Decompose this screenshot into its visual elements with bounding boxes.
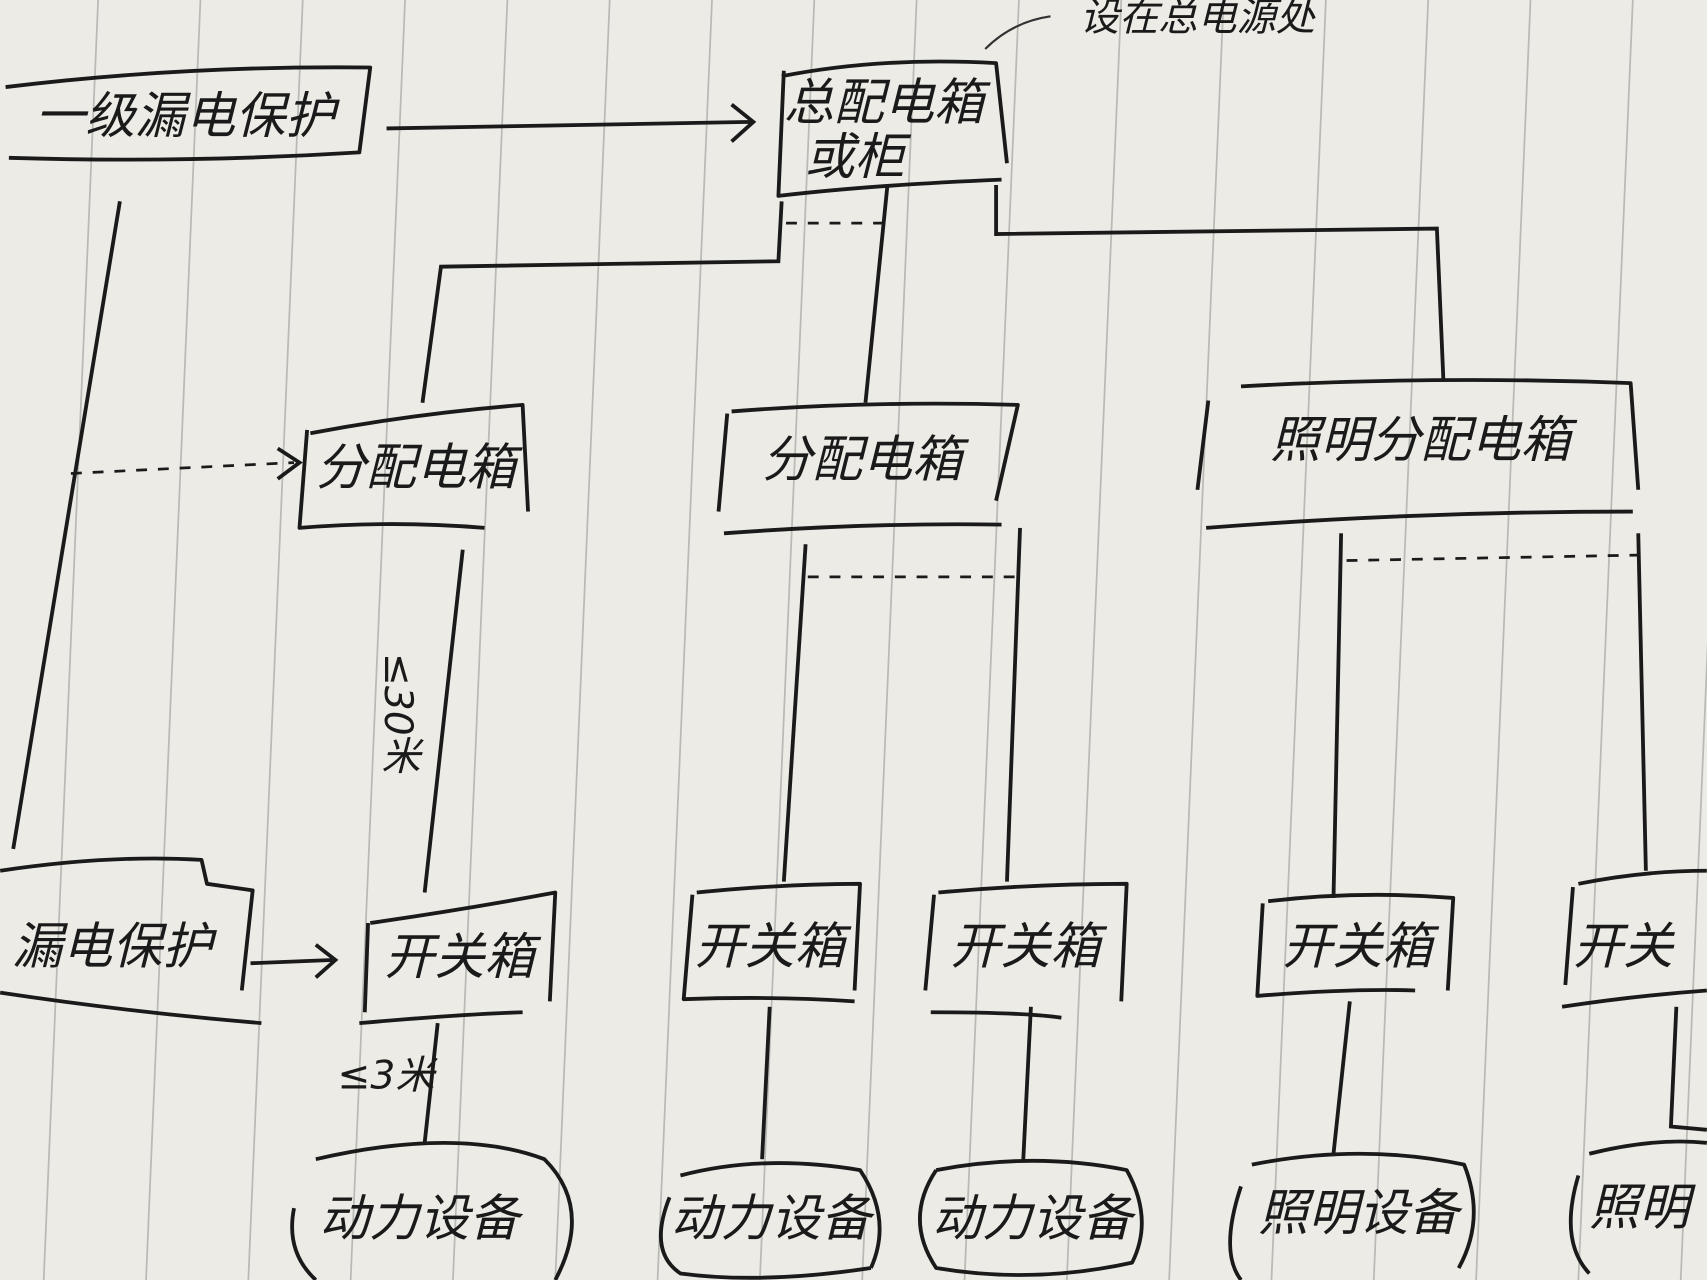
ruled-line — [861, 0, 918, 1280]
ruled-line — [1577, 0, 1634, 1280]
wire-main-to-dist1 — [420, 201, 784, 403]
arrow-level1-to-main — [386, 103, 757, 143]
ruled-line — [349, 0, 406, 1280]
dashed-lighting — [1346, 553, 1639, 562]
switch-box-3: 开关箱 — [923, 881, 1129, 1020]
paper-ruled-lines — [42, 0, 1707, 1280]
wire-dist2-to-switch3 — [1005, 527, 1022, 882]
switch-box-2: 开关箱 — [681, 881, 862, 1004]
wire-switch5-to-device5 — [1668, 1006, 1707, 1132]
dotted-arrow-to-distribution — [70, 461, 295, 475]
switch-box-4: 开关箱 — [1255, 892, 1456, 998]
wire-switch2-to-device2 — [760, 1006, 772, 1160]
level2-protection-node: 漏电保护 — [0, 856, 262, 1026]
ruled-line — [145, 0, 202, 1280]
lighting-distribution-box: 照明分配电箱 — [1195, 378, 1641, 530]
switch-box-5-label: 开关 — [1573, 917, 1675, 975]
switch-box-4-label: 开关箱 — [1282, 917, 1439, 975]
distribution-box-1: 分配电箱 — [297, 402, 530, 530]
switch-box-2-label: 开关箱 — [695, 917, 852, 975]
main-annotation: 设在总电源处 — [1080, 0, 1316, 40]
ruled-line — [1065, 0, 1123, 1280]
device-4-label: 照明设备 — [1258, 1184, 1463, 1242]
ruled-line — [452, 0, 509, 1280]
ruled-line — [1475, 0, 1532, 1280]
ruled-line — [247, 0, 304, 1280]
wire-switch4-to-device4 — [1331, 1001, 1352, 1154]
ruled-line — [759, 0, 816, 1280]
distance-lower-label: ≤3米 — [338, 1053, 439, 1098]
annotation-leader — [984, 15, 1051, 50]
switch-box-1-label: 开关箱 — [384, 928, 541, 986]
device-2: 动力设备 — [658, 1161, 882, 1280]
wire-switch3-to-device3 — [1021, 1006, 1033, 1160]
distribution-box-1-label: 分配电箱 — [316, 438, 523, 496]
wire-lighting-to-switch4 — [1331, 533, 1344, 898]
switch-box-5: 开关 — [1561, 868, 1707, 1009]
wire-lighting-to-switch5 — [1636, 533, 1648, 871]
wire-switch1-to-device1 — [422, 1022, 440, 1144]
device-2-label: 动力设备 — [671, 1189, 876, 1247]
ruled-line — [554, 0, 611, 1280]
wire-main-to-lighting — [994, 185, 1446, 382]
ruled-line — [1372, 0, 1430, 1280]
distribution-box-2: 分配电箱 — [716, 401, 1020, 536]
distance-upper-label: ≤30米 — [375, 653, 420, 775]
device-5-label: 照明 — [1589, 1178, 1696, 1236]
wire-level1-down — [11, 201, 122, 850]
main-box-line2: 或柜 — [805, 128, 912, 186]
device-1: 动力设备 — [290, 1140, 574, 1280]
wire-dist2-to-switch2 — [781, 544, 808, 882]
ruled-line — [1168, 0, 1225, 1280]
level1-protection-label: 一级漏电保护 — [35, 87, 340, 145]
main-distribution-box: 总配电箱 或柜 — [776, 59, 1009, 198]
device-5: 照明 — [1568, 1139, 1707, 1275]
switch-box-1: 开关箱 — [359, 890, 558, 1026]
switch-box-3-label: 开关箱 — [950, 917, 1107, 975]
device-3: 动力设备 — [918, 1158, 1144, 1277]
distribution-box-2-label: 分配电箱 — [762, 431, 969, 489]
lighting-distribution-box-label: 照明分配电箱 — [1270, 411, 1577, 469]
device-3-label: 动力设备 — [932, 1189, 1137, 1247]
device-4: 照明设备 — [1228, 1151, 1476, 1280]
ruled-line — [656, 0, 713, 1280]
level1-protection-node: 一级漏电保护 — [5, 65, 373, 162]
ruled-line — [1679, 641, 1707, 1280]
ruled-line — [1270, 0, 1327, 1280]
wire-dist1-to-switch1 — [422, 549, 465, 893]
device-1-label: 动力设备 — [319, 1189, 524, 1247]
main-box-line1: 总配电箱 — [784, 74, 991, 132]
level2-protection-label: 漏电保护 — [12, 917, 217, 975]
wire-main-to-dist2 — [863, 187, 890, 403]
ruled-line — [42, 0, 99, 1280]
arrowhead — [276, 446, 303, 481]
ruled-line — [963, 0, 1020, 1280]
arrow-level2-to-switch — [250, 943, 339, 979]
